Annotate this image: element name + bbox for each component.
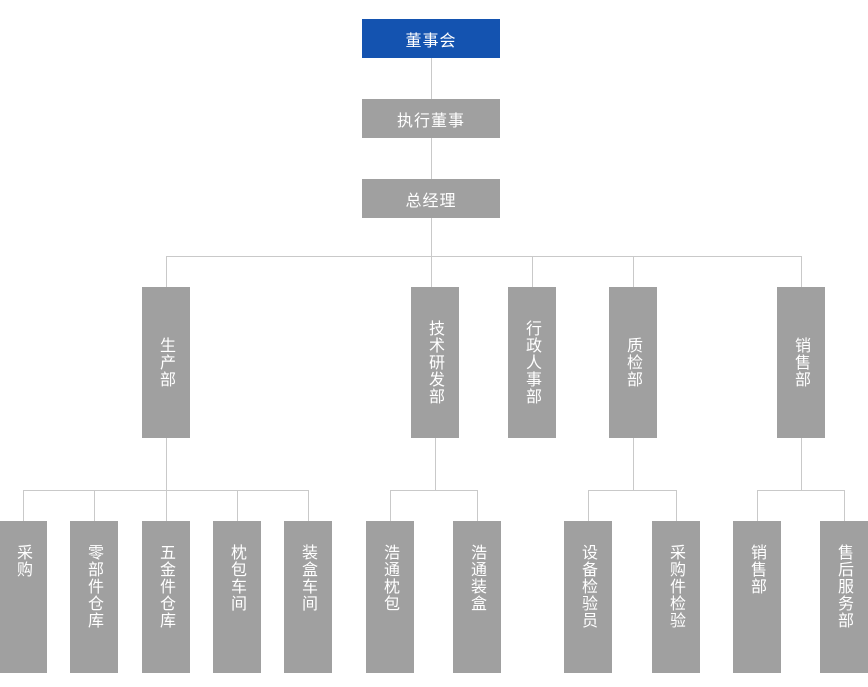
connector	[757, 490, 845, 491]
connector	[588, 490, 677, 491]
node-label: 行政人事部	[523, 320, 542, 405]
node-label: 装盒车间	[299, 544, 318, 612]
connector	[431, 218, 432, 256]
connector	[532, 256, 533, 287]
connector	[801, 438, 802, 490]
connector	[844, 490, 845, 521]
node-label: 浩通枕包	[381, 544, 400, 612]
node-sales-dept: 销售部	[777, 287, 825, 438]
node-production-dept: 生产部	[142, 287, 190, 438]
connector	[166, 256, 167, 287]
node-label: 采购	[14, 544, 33, 578]
connector	[431, 256, 432, 287]
connector	[390, 490, 391, 521]
connector	[477, 490, 478, 521]
connector	[166, 256, 802, 257]
node-purchased-parts-inspection: 采购件检验	[652, 521, 700, 673]
connector	[801, 256, 802, 287]
node-general-manager: 总经理	[362, 179, 500, 218]
connector	[588, 490, 589, 521]
node-equipment-inspector: 设备检验员	[564, 521, 612, 673]
node-label: 质检部	[624, 337, 643, 388]
connector	[23, 490, 24, 521]
node-admin-hr-dept: 行政人事部	[508, 287, 556, 438]
node-label: 销售部	[748, 544, 767, 595]
node-label: 技术研发部	[426, 320, 445, 405]
node-label: 设备检验员	[579, 544, 598, 629]
connector	[676, 490, 677, 521]
connector	[166, 438, 167, 490]
node-hardware-warehouse: 五金件仓库	[142, 521, 190, 673]
node-procurement: 采购	[0, 521, 47, 673]
connector	[435, 438, 436, 490]
node-label: 浩通装盒	[468, 544, 487, 612]
connector	[94, 490, 95, 521]
node-label: 五金件仓库	[157, 544, 176, 629]
connector	[166, 490, 167, 521]
connector	[431, 58, 432, 99]
connector	[390, 490, 478, 491]
node-label: 生产部	[157, 337, 176, 388]
node-executive-director: 执行董事	[362, 99, 500, 138]
connector	[237, 490, 238, 521]
node-label: 采购件检验	[667, 544, 686, 629]
node-pillow-pack-workshop: 枕包车间	[213, 521, 261, 673]
connector	[633, 256, 634, 287]
node-haotong-pillow-pack: 浩通枕包	[366, 521, 414, 673]
node-haotong-box-packing: 浩通装盒	[453, 521, 501, 673]
node-board-of-directors: 董事会	[362, 19, 500, 58]
connector	[633, 438, 634, 490]
node-tech-rnd-dept: 技术研发部	[411, 287, 459, 438]
node-label: 销售部	[792, 337, 811, 388]
node-sales-sub-dept: 销售部	[733, 521, 781, 673]
node-label: 零部件仓库	[85, 544, 104, 629]
connector	[431, 138, 432, 179]
connector	[757, 490, 758, 521]
node-box-packing-workshop: 装盒车间	[284, 521, 332, 673]
node-after-sales-service-dept: 售后服务部	[820, 521, 868, 673]
node-quality-inspection-dept: 质检部	[609, 287, 657, 438]
node-label: 售后服务部	[835, 544, 854, 629]
connector	[308, 490, 309, 521]
node-label: 枕包车间	[228, 544, 247, 612]
node-parts-warehouse: 零部件仓库	[70, 521, 118, 673]
